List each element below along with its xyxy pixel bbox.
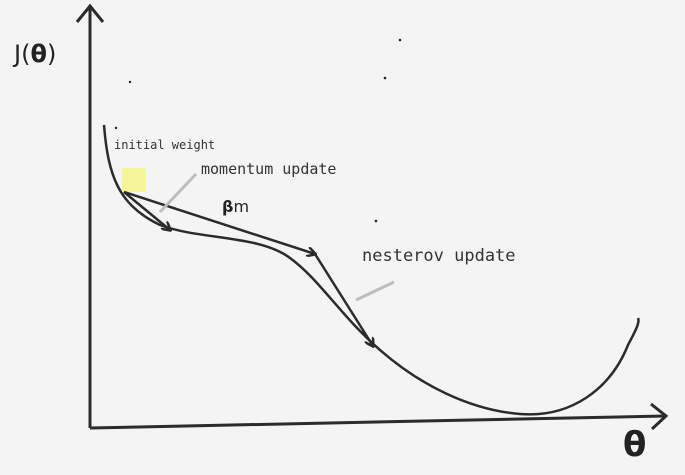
stray-dot bbox=[128, 80, 132, 84]
y-axis-label: J(θ) bbox=[14, 40, 56, 68]
stray-dot bbox=[114, 126, 118, 130]
x-axis-label: θ bbox=[623, 425, 647, 465]
momentum-pointer-line bbox=[158, 172, 198, 214]
loss-curve bbox=[102, 124, 640, 416]
x-axis-line bbox=[89, 414, 666, 430]
beta-subscript: m bbox=[233, 197, 250, 216]
momentum-step-arrow bbox=[123, 191, 170, 230]
y-axis-label-theta: θ bbox=[30, 40, 47, 68]
initial-weight-marker bbox=[122, 168, 146, 192]
nesterov-pointer-line bbox=[355, 280, 395, 302]
y-axis-arrowhead bbox=[75, 3, 105, 23]
stray-dot bbox=[374, 219, 378, 223]
x-axis-arrowhead bbox=[650, 402, 669, 431]
beta-m-label: βm bbox=[222, 197, 249, 216]
nesterov-correction-arrow bbox=[313, 253, 373, 346]
stray-dot bbox=[383, 76, 387, 80]
nesterov-update-label: nesterov update bbox=[362, 246, 516, 266]
momentum-update-label: momentum update bbox=[201, 160, 337, 178]
y-axis-label-prefix: J( bbox=[14, 40, 31, 68]
stray-dot bbox=[398, 38, 402, 42]
initial-weight-label: initial weight bbox=[114, 138, 216, 152]
beta-momentum-arrow bbox=[123, 190, 315, 254]
beta-symbol: β bbox=[222, 197, 234, 216]
y-axis-label-suffix: ) bbox=[46, 40, 57, 68]
